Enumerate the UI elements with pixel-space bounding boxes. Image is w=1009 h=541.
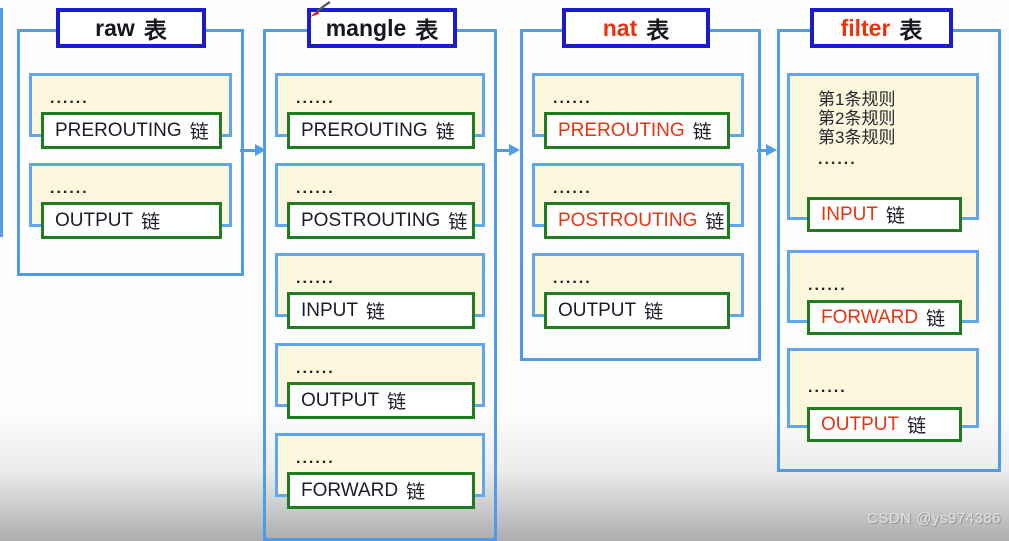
chain-name: PREROUTING — [301, 119, 428, 141]
chain-name: FORWARD — [821, 306, 919, 328]
table-name-suffix: 表 — [646, 17, 670, 43]
chain-name: PREROUTING — [55, 119, 182, 141]
ellipsis-text: ...... — [553, 180, 592, 197]
chain-name: FORWARD — [301, 479, 399, 501]
chain-suffix: 链 — [141, 212, 161, 233]
table-name: filter — [840, 14, 891, 41]
ellipsis-text: ...... — [50, 90, 89, 107]
ellipsis-text: ...... — [296, 270, 335, 287]
chain-suffix: 链 — [644, 302, 664, 323]
mangle-prerouting-chain-box: PREROUTING 链 — [287, 112, 475, 149]
table-name-suffix: 表 — [143, 17, 167, 43]
mangle-table-title: mangle 表 — [307, 8, 457, 48]
chain-suffix: 链 — [907, 416, 927, 437]
ellipsis-text: ...... — [808, 379, 847, 396]
chain-name: OUTPUT — [55, 209, 134, 231]
offscreen-container-edge — [0, 8, 3, 237]
flow-arrow-icon — [240, 149, 257, 152]
ellipsis-text: ...... — [808, 277, 847, 294]
chain-name: OUTPUT — [301, 389, 380, 411]
chain-suffix: 链 — [448, 212, 468, 233]
chain-name: POSTROUTING — [558, 209, 698, 231]
chain-suffix: 链 — [886, 206, 906, 227]
filter-forward-chain-box: FORWARD 链 — [807, 300, 962, 335]
rule-item: 第1条规则 — [818, 90, 896, 109]
chain-suffix: 链 — [406, 482, 426, 503]
nat-prerouting-chain-box: PREROUTING 链 — [544, 112, 730, 149]
chain-name: OUTPUT — [821, 413, 900, 435]
ellipsis-text: ...... — [50, 180, 89, 197]
ellipsis-text: ...... — [296, 360, 335, 377]
raw-prerouting-chain-box: PREROUTING 链 — [41, 112, 222, 149]
chain-suffix: 链 — [692, 122, 712, 143]
mangle-postrouting-chain-box: POSTROUTING 链 — [287, 202, 475, 239]
table-name: nat — [602, 14, 638, 41]
raw-output-chain-box: OUTPUT 链 — [41, 202, 222, 239]
chain-suffix: 链 — [926, 309, 946, 330]
filter-table-title: filter 表 — [810, 8, 953, 48]
ellipsis-text: ...... — [553, 90, 592, 107]
flow-arrow-icon — [494, 149, 511, 152]
ellipsis-text: ...... — [818, 151, 857, 168]
nat-table-title: nat 表 — [562, 8, 710, 48]
raw-table-title: raw 表 — [56, 8, 206, 48]
mangle-forward-chain-box: FORWARD 链 — [287, 472, 475, 509]
ellipsis-text: ...... — [553, 270, 592, 287]
mangle-output-chain-box: OUTPUT 链 — [287, 382, 475, 419]
flow-arrow-head-icon — [509, 144, 520, 156]
table-name-suffix: 表 — [899, 17, 923, 43]
filter-output-chain-box: OUTPUT 链 — [807, 407, 962, 442]
nat-output-chain-box: OUTPUT 链 — [544, 292, 730, 329]
watermark: CSDN @ys974386 — [867, 510, 1001, 527]
table-name-suffix: 表 — [415, 17, 439, 43]
chain-suffix: 链 — [387, 392, 407, 413]
chain-name: PREROUTING — [558, 119, 685, 141]
filter-input-chain-box: INPUT 链 — [807, 197, 962, 232]
chain-name: INPUT — [821, 203, 878, 225]
flow-arrow-head-icon — [766, 144, 777, 156]
chain-suffix: 链 — [705, 212, 725, 233]
ellipsis-text: ...... — [296, 450, 335, 467]
table-name: raw — [95, 14, 135, 41]
rules-list: 第1条规则 第2条规则 第3条规则 ...... — [818, 90, 895, 169]
pen-annotation-icon — [310, 0, 331, 17]
rule-item: 第2条规则 — [818, 109, 896, 128]
mangle-input-chain-box: INPUT 链 — [287, 292, 475, 329]
nat-postrouting-chain-box: POSTROUTING 链 — [544, 202, 730, 239]
flow-arrow-icon — [757, 149, 770, 152]
chain-suffix: 链 — [366, 302, 386, 323]
chain-name: POSTROUTING — [301, 209, 441, 231]
rule-item: 第3条规则 — [818, 128, 896, 147]
table-name: mangle — [325, 14, 407, 41]
filter-input-panel: 第1条规则 第2条规则 第3条规则 ...... — [787, 73, 979, 220]
chain-name: OUTPUT — [558, 299, 637, 321]
chain-name: INPUT — [301, 299, 358, 321]
ellipsis-text: ...... — [296, 90, 335, 107]
flow-arrow-head-icon — [255, 144, 266, 156]
chain-suffix: 链 — [435, 122, 455, 143]
chain-suffix: 链 — [189, 122, 209, 143]
ellipsis-text: ...... — [296, 180, 335, 197]
